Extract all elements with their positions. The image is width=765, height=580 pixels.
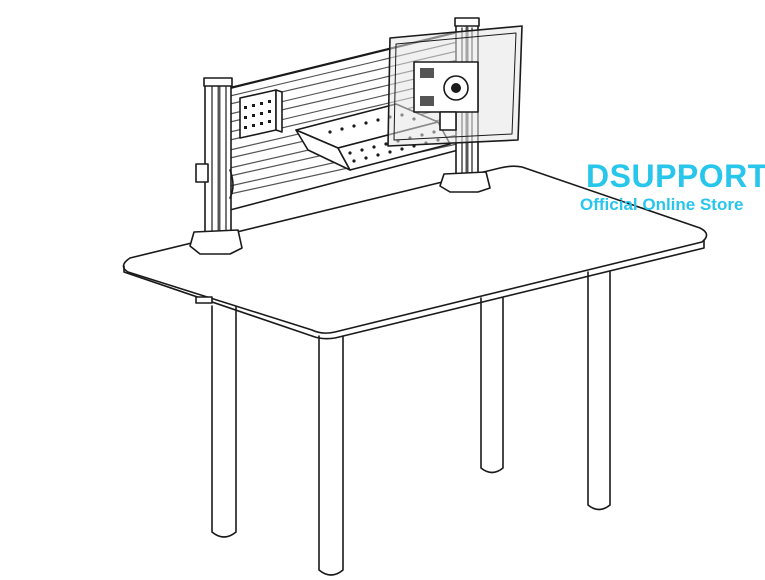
post-left: [189, 77, 243, 255]
monitor-mount: [387, 25, 523, 147]
desk-top-edge: [123, 239, 705, 340]
post-left-cable: [229, 169, 234, 199]
post-left-clamp: [195, 163, 209, 183]
watermark-subtitle: Official Online Store: [580, 195, 744, 214]
watermark-title: DSUPPORT: [586, 158, 765, 194]
perforated-basket: [239, 89, 283, 139]
post-right-cap: [454, 17, 480, 27]
post-right-base: [439, 171, 491, 193]
post-left-base: [189, 229, 243, 255]
desk-legs: [211, 271, 611, 576]
post-left-cap: [203, 77, 233, 87]
leg-front-left: [211, 305, 237, 538]
basket-side-wall: [275, 89, 283, 133]
leg-back-middle: [480, 297, 504, 474]
leg-back-right: [587, 271, 611, 511]
desk-control-box: [195, 296, 213, 304]
basket-holes: [244, 100, 271, 129]
desk-top-surface: [122, 165, 708, 334]
desk-top: [122, 165, 708, 340]
monitor-inner-frame: [393, 32, 517, 141]
basket-back-wall: [239, 89, 277, 139]
leg-front-right: [318, 335, 344, 576]
